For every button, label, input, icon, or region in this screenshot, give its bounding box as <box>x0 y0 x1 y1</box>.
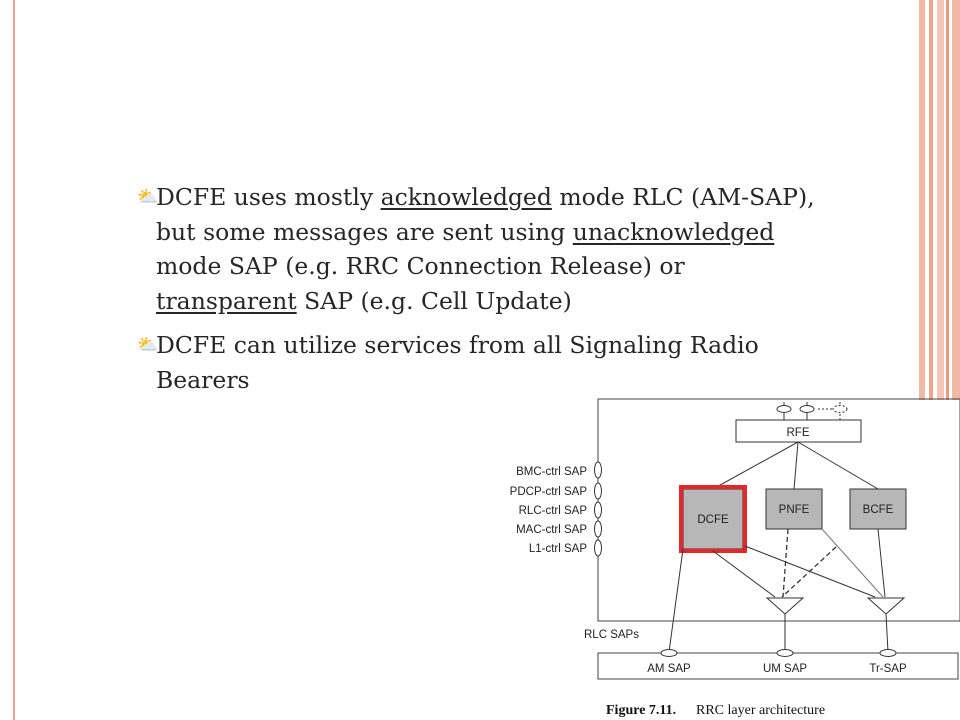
rlc-saps-label: RLC SAPs <box>584 629 639 641</box>
rfe-links <box>712 441 879 490</box>
figure-caption: RRC layer architecture <box>696 703 825 718</box>
sap-links <box>784 613 889 653</box>
rlc-sap-ovals <box>660 649 897 657</box>
dcfe-label: DCFE <box>697 514 729 526</box>
bcfe-label: BCFE <box>863 504 894 516</box>
tr-mux <box>866 597 906 615</box>
tr-sap-label: Tr-SAP <box>869 663 907 675</box>
pnfe-label: PNFE <box>779 504 810 516</box>
ctrl-sap-label: MAC-ctrl SAP <box>516 524 587 536</box>
dashed-links <box>781 528 837 598</box>
decorative-stripes <box>912 0 960 400</box>
rrc-architecture-figure: RFE BMC-ctrl SAP PDCP-ctrl SAP RLC-ctrl … <box>470 390 960 720</box>
rlc-box <box>597 652 959 680</box>
bullet-item-dcfe-services: ⛅ DCFE can utilize services from all Sig… <box>137 328 817 397</box>
bullet-text: DCFE can utilize services from all Signa… <box>156 331 759 394</box>
ctrl-sap-label: RLC-ctrl SAP <box>519 505 588 517</box>
ctrl-sap-ovals <box>594 461 602 557</box>
figure-number: Figure 7.11. <box>606 703 676 718</box>
ctrl-sap-label: L1-ctrl SAP <box>529 543 587 555</box>
rfe-label: RFE <box>787 427 810 439</box>
rfe-top-saps <box>776 402 848 420</box>
bullet-item-dcfe-modes: ⛅ DCFE uses mostly acknowledged mode RLC… <box>137 180 817 318</box>
ctrl-sap-label: BMC-ctrl SAP <box>516 466 587 478</box>
pnfe-box <box>765 488 823 530</box>
rrc-diagram: RFE BMC-ctrl SAP PDCP-ctrl SAP RLC-ctrl … <box>510 398 960 718</box>
bullet-text: DCFE uses mostly acknowledged mode RLC (… <box>156 183 815 315</box>
left-border-line <box>0 0 15 720</box>
bullet-icon: ⛅ <box>137 187 159 207</box>
ctrl-sap-label: PDCP-ctrl SAP <box>510 486 588 498</box>
bullet-list: ⛅ DCFE uses mostly acknowledged mode RLC… <box>137 180 817 407</box>
um-mux <box>765 597 805 615</box>
um-sap-label: UM SAP <box>763 663 807 675</box>
am-sap-label: AM SAP <box>647 663 691 675</box>
bcfe-box <box>849 488 907 530</box>
bullet-icon: ⛅ <box>137 335 159 355</box>
